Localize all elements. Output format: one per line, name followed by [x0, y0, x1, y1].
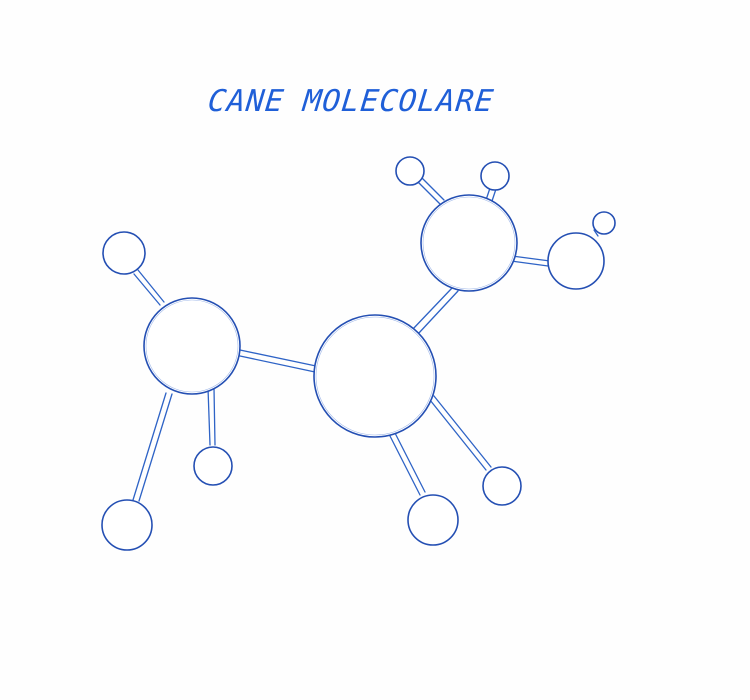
- atom-head: [420, 194, 518, 292]
- bond-ear-left: [417, 177, 445, 205]
- atom-snout: [547, 232, 605, 290]
- bond-snout: [510, 255, 551, 267]
- atom-back-paw-long: [101, 499, 153, 551]
- atom-hip: [143, 297, 241, 395]
- bond-back-leg-short: [207, 387, 216, 446]
- atom-tail-tip: [102, 231, 146, 275]
- bond-front-leg-right: [429, 395, 492, 471]
- atom-front-paw-right: [482, 466, 522, 506]
- bond-body-tail: [239, 349, 317, 373]
- bond-tail: [133, 269, 165, 306]
- atom-chest: [313, 314, 437, 438]
- atom-back-paw-short: [193, 446, 233, 486]
- atom-ear-right: [480, 161, 510, 191]
- bond-nose: [593, 229, 599, 237]
- atom-ear-left: [395, 156, 425, 186]
- atom-front-paw-left: [407, 494, 459, 546]
- bond-back-leg-long: [132, 392, 173, 502]
- atom-nose: [592, 211, 616, 235]
- bond-body-neck: [411, 287, 459, 335]
- bond-front-leg-left: [389, 432, 426, 496]
